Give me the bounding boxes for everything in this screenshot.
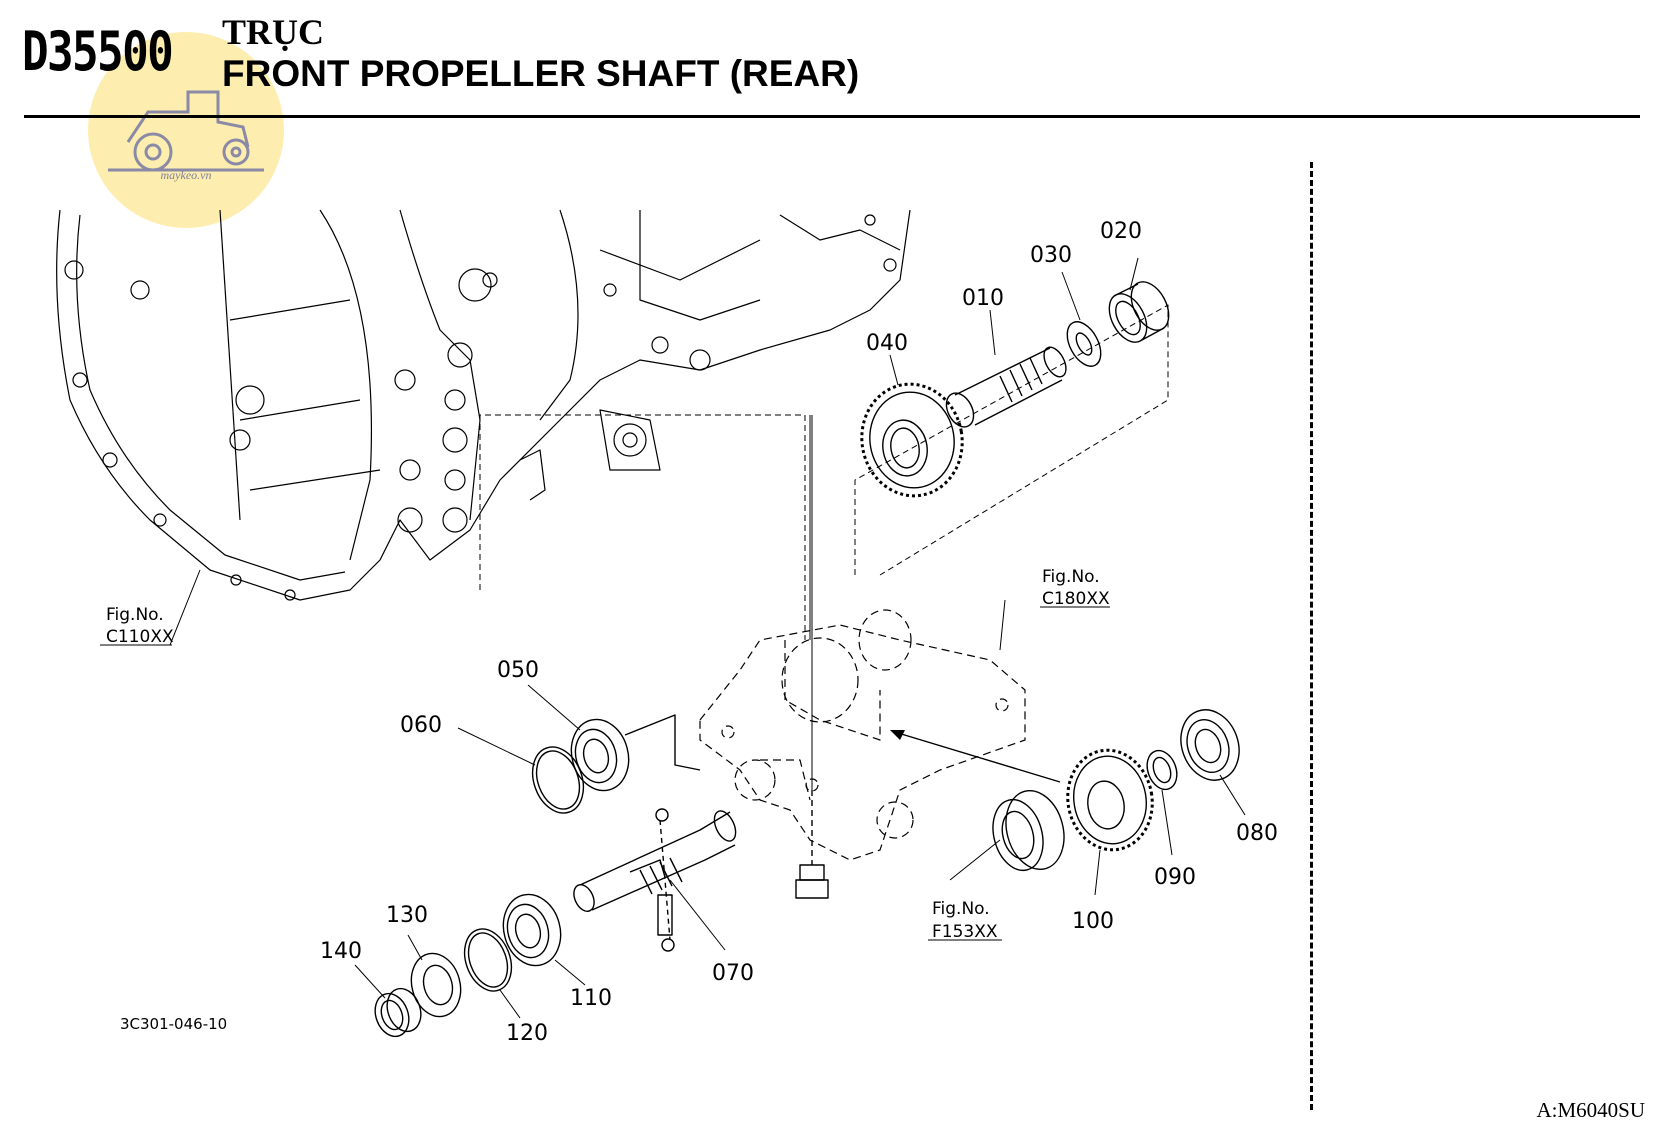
part-070-propeller-shaft [573, 808, 737, 952]
part-040-gear [860, 382, 964, 498]
transmission-housing [56, 209, 911, 601]
figure-references: Fig.No. C110XX Fig.No. C180XX Fig.No. F1… [106, 567, 1110, 942]
part-090-snap-ring [1146, 749, 1178, 791]
coupling-f153 [992, 789, 1065, 872]
fig-ref-code: C110XX [106, 627, 174, 647]
part-020-needle-bearing [1108, 281, 1170, 343]
drain-bolt [795, 415, 829, 899]
header-divider [24, 115, 1640, 118]
part-010-shaft [945, 346, 1067, 428]
part-label-090: 090 [1154, 865, 1196, 890]
part-label-060: 060 [400, 713, 442, 738]
part-label-140: 140 [320, 939, 362, 964]
fig-ref-code: F153XX [932, 922, 998, 942]
part-100-gear [1066, 748, 1154, 852]
part-label-080: 080 [1236, 821, 1278, 846]
part-120-snap-ring [463, 928, 513, 992]
page-divider [1310, 162, 1313, 1110]
diagram-code: D35500 [22, 20, 174, 83]
center-housing [699, 609, 1026, 861]
fig-ref-label: Fig.No. [1042, 567, 1100, 587]
drawing-reference: 3C301-046-10 [120, 1015, 228, 1033]
fig-ref-label: Fig.No. [106, 605, 164, 625]
part-label-040: 040 [866, 331, 908, 356]
part-label-050: 050 [497, 658, 539, 683]
part-label-100: 100 [1072, 909, 1114, 934]
part-130-oil-seal [410, 952, 462, 1018]
watermark-logo: maykeo.vn [88, 32, 284, 228]
part-label-070: 070 [712, 961, 754, 986]
part-140-collar [374, 987, 422, 1038]
part-labels: 020 030 010 040 050 060 070 080 090 100 … [320, 219, 1278, 1046]
page-title: FRONT PROPELLER SHAFT (REAR) [222, 53, 860, 94]
part-label-030: 030 [1030, 243, 1072, 268]
part-label-020: 020 [1100, 219, 1142, 244]
title-vietnamese: TRỤC [222, 12, 325, 52]
fig-ref-code: C180XX [1042, 589, 1110, 609]
part-label-120: 120 [506, 1021, 548, 1046]
part-030-thrust-washer [1066, 321, 1102, 367]
footer-code: A:M6040SU [1536, 1098, 1645, 1122]
fig-ref-label: Fig.No. [932, 899, 990, 919]
part-label-110: 110 [570, 986, 612, 1011]
part-label-130: 130 [386, 903, 428, 928]
part-110-ball-bearing [502, 893, 562, 967]
tractor-icon [108, 90, 264, 172]
part-080-ball-bearing [1180, 709, 1240, 781]
part-060-snap-ring [531, 746, 585, 814]
part-label-010: 010 [962, 286, 1004, 311]
part-050-ball-bearing [570, 714, 701, 792]
watermark-text: maykeo.vn [160, 168, 212, 182]
